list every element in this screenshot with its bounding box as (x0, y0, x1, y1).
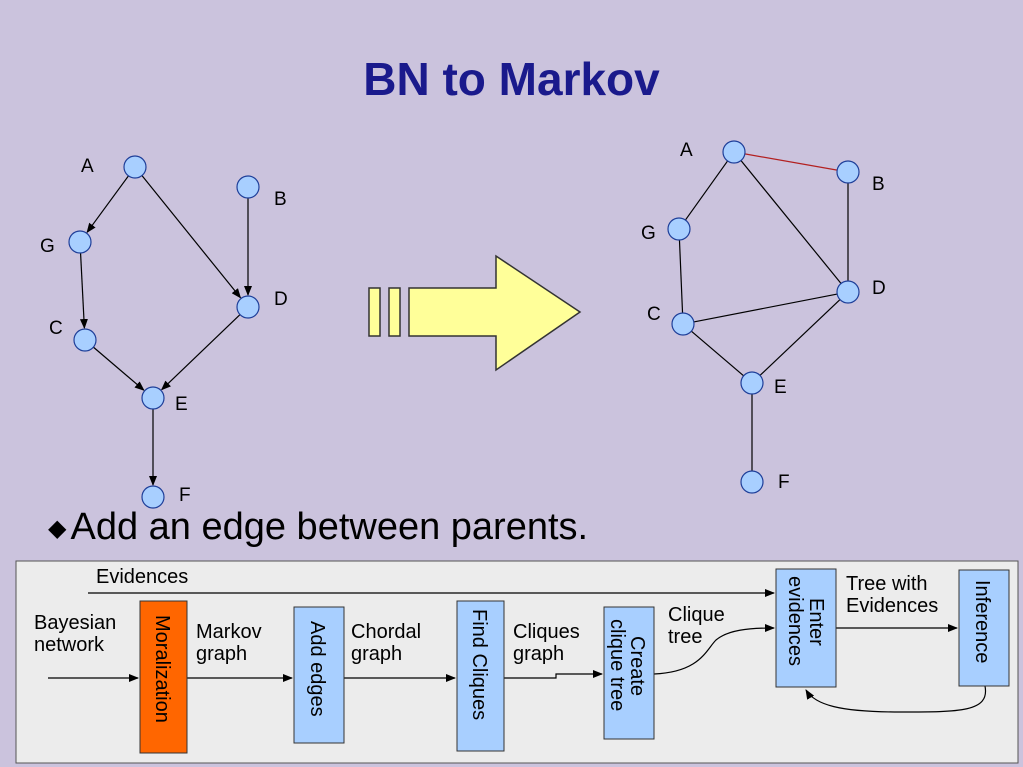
bullet-point: ◆Add an edge between parents. (48, 506, 588, 549)
mk-node-label-b: B (872, 174, 885, 195)
mk-edge-c-e (690, 330, 745, 377)
mk-node-label-d: D (872, 278, 886, 299)
mk-node-b (836, 160, 860, 184)
bn-edge-a-g (86, 175, 129, 234)
pipeline-panel: Moralization Add edges Find Cliques Crea… (15, 560, 1019, 764)
bn-edges (79, 175, 252, 486)
mk-node-label-e: E (774, 377, 787, 398)
bn-node-label-b: B (274, 189, 287, 210)
inference-label: Inference (971, 580, 993, 663)
markov-network-graph: A B G D C E F (641, 140, 886, 494)
mk-edge-a-b (744, 153, 838, 171)
markov-label: Markov (196, 621, 262, 643)
enter-evidences-box (775, 568, 837, 688)
inference-box (958, 569, 1010, 687)
bn-node-b (236, 175, 260, 199)
bn-edge-g-c (79, 252, 88, 330)
bn-node-a (123, 155, 147, 179)
page-title: BN to Markov (363, 53, 660, 105)
bullet-text: Add an edge between parents. (70, 506, 589, 548)
mk-node-a (722, 140, 746, 164)
mk-node-d (836, 280, 860, 304)
bn-node-f (141, 485, 165, 509)
markov-nodes: A B G D C E F (641, 140, 886, 494)
bn-node-label-g: G (40, 236, 55, 257)
bn-node-label-a: A (81, 156, 94, 177)
clique-tree-output-label: tree (668, 626, 702, 648)
transform-arrow-icon (368, 254, 582, 372)
bn-node-label-f: F (179, 485, 191, 506)
tree-evidences-label: Evidences (846, 595, 938, 617)
bn-edge-c-e (92, 346, 145, 391)
mk-edge-a-g (684, 160, 729, 221)
moralization-box (139, 600, 188, 754)
bn-node-d (236, 295, 260, 319)
cliques-label: Cliques (513, 621, 580, 643)
cliques-graph-label: graph (513, 643, 564, 665)
mk-node-f (740, 470, 764, 494)
bayesian-label: Bayesian (34, 612, 116, 634)
mk-node-label-a: A (680, 140, 693, 161)
mk-node-label-g: G (641, 223, 656, 244)
mk-edge-d-e (759, 299, 841, 376)
markov-edges (678, 153, 849, 471)
evidences-input-label: Evidences (96, 566, 188, 588)
mk-node-g (667, 217, 691, 241)
create-clique-tree-box (603, 606, 655, 740)
mk-node-e (740, 371, 764, 395)
mk-edge-c-d (693, 293, 838, 323)
network-label: network (34, 634, 105, 656)
moralization-label: Moralization (151, 615, 173, 723)
evidences-label: evidences (784, 576, 806, 666)
bn-edge-d-e (160, 314, 241, 391)
bn-node-label-c: C (49, 318, 63, 339)
find-cliques-box (456, 600, 505, 752)
add-edges-label: Add edges (306, 621, 328, 717)
bn-edge-a-d (141, 175, 242, 299)
mk-edge-g-c (678, 239, 684, 314)
mk-node-c (671, 312, 695, 336)
bn-nodes: A B G D C E F (40, 155, 288, 509)
tree-with-label: Tree with (846, 573, 928, 595)
add-edges-box (293, 606, 345, 744)
diamond-bullet-icon: ◆ (48, 515, 67, 543)
bn-node-label-d: D (274, 289, 288, 310)
clique-label: Clique (668, 604, 725, 626)
mk-node-label-f: F (778, 472, 790, 493)
chordal-graph-label: graph (351, 643, 402, 665)
bn-node-label-e: E (175, 394, 188, 415)
enter-label: Enter (805, 598, 827, 646)
pipeline-connectors (48, 589, 987, 713)
create-label: Create (626, 636, 648, 696)
bn-node-e (141, 386, 165, 410)
find-cliques-label: Find Cliques (468, 609, 490, 720)
mk-node-label-c: C (647, 304, 661, 325)
bayesian-network-graph: A B G D C E F (40, 155, 288, 509)
markov-graph-label: graph (196, 643, 247, 665)
chordal-label: Chordal (351, 621, 421, 643)
clique-tree-label: clique tree (606, 619, 628, 711)
bn-node-c (73, 328, 97, 352)
bn-node-g (68, 230, 92, 254)
mk-edge-a-d (740, 160, 842, 284)
